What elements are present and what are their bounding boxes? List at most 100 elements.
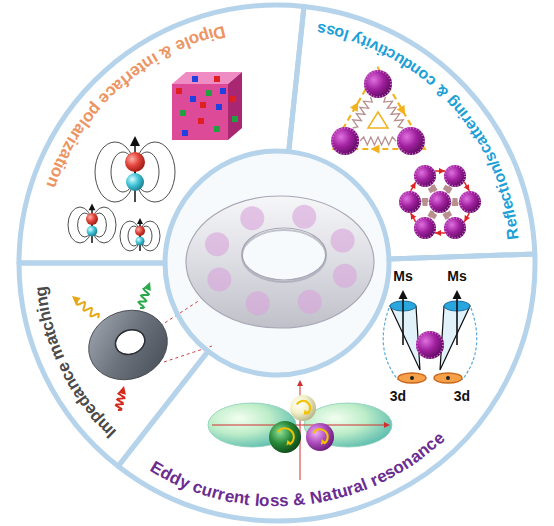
polarization-illustration [68, 72, 242, 251]
spin-arrow [313, 429, 327, 443]
embedded-sphere [292, 205, 316, 229]
symbol-label: Ms [393, 269, 412, 284]
spring-link [360, 137, 396, 145]
nanosphere [429, 191, 451, 213]
embedded-sphere [240, 206, 264, 230]
wave-direction-arrow [350, 102, 358, 112]
moment-illustration [383, 290, 477, 383]
charge-bit [214, 76, 220, 82]
nanosphere [459, 191, 481, 213]
current-arrowhead [464, 184, 470, 191]
atom-sphere [269, 421, 301, 453]
central-torus [186, 196, 374, 328]
band-outline [19, 5, 304, 263]
charge-sphere [126, 173, 144, 191]
wave-line [139, 288, 149, 308]
embedded-sphere [331, 229, 355, 253]
nanosphere [399, 191, 421, 213]
dipole-arrowhead [130, 136, 140, 146]
charge-bit [182, 130, 188, 136]
field-line [92, 207, 116, 243]
electron-dot [410, 376, 414, 380]
spin-arrow [297, 401, 310, 414]
charge-bit [190, 96, 196, 102]
dipole [120, 218, 160, 251]
current-arrowhead [464, 215, 470, 222]
spin-cone [390, 306, 420, 370]
nanosphere [331, 127, 359, 155]
current-arrowhead [435, 230, 441, 236]
current-arrowhead [410, 182, 416, 189]
absorber-ring [79, 299, 177, 390]
spin-arrowhead [286, 440, 291, 446]
spin-cone [440, 306, 470, 370]
current-path [464, 182, 469, 191]
glyph: & [293, 491, 307, 509]
charge-bit [214, 126, 220, 132]
charge-bit [176, 88, 182, 94]
label-anchor: 3d [390, 389, 406, 404]
nanosphere-fuzz [445, 218, 465, 238]
axis-arrowhead [297, 380, 303, 386]
torus-ring [186, 196, 374, 328]
embedded-sphere [207, 267, 231, 291]
field-line [120, 221, 140, 251]
embedded-sphere [333, 264, 357, 288]
symbol-label: 3d [454, 389, 470, 404]
band-outline [118, 254, 535, 521]
wave-line [116, 393, 124, 410]
glyph: o [259, 492, 270, 510]
charge-sphere [136, 237, 145, 246]
impedance-illustration [72, 282, 212, 410]
label-anchor: 3d [454, 389, 470, 404]
moment-arrow [402, 298, 404, 345]
current-arrowhead [439, 168, 445, 174]
wave-direction-arrow [371, 145, 380, 154]
outer-disc [19, 5, 535, 521]
field-line [95, 142, 135, 202]
nanosphere [416, 331, 444, 359]
nanosphere-fuzz [460, 192, 480, 212]
ring-body [79, 299, 177, 390]
wave-line [77, 301, 99, 318]
nanosphere [414, 165, 436, 187]
spring-link [428, 211, 437, 219]
charge-sphere [87, 226, 98, 237]
charge-bit [200, 102, 206, 108]
spring-link [428, 185, 437, 193]
spring-link [353, 97, 373, 128]
spin-arrow [277, 428, 293, 444]
glyph: g [32, 285, 50, 297]
charge-sphere [135, 226, 145, 236]
dipole [68, 203, 116, 243]
charge-bit [216, 104, 222, 110]
ring-inner-edge [112, 326, 148, 359]
d-orbital [434, 373, 462, 383]
spring-link [443, 211, 452, 219]
spring-link [452, 198, 458, 206]
field-line [140, 221, 160, 251]
axis-line [212, 425, 384, 426]
dipole-arrowhead [137, 218, 143, 224]
cube-front [172, 84, 228, 140]
glyph: s [270, 492, 280, 509]
nanosphere-fuzz [430, 192, 450, 212]
resonance-illustration [208, 380, 392, 480]
charge-sphere [86, 213, 98, 225]
nanosphere-fuzz [415, 166, 435, 186]
precession-dash [462, 308, 477, 380]
dipole [95, 136, 175, 202]
charge-bit [206, 90, 212, 96]
charge-sphere [125, 152, 145, 172]
current-path [411, 182, 416, 191]
